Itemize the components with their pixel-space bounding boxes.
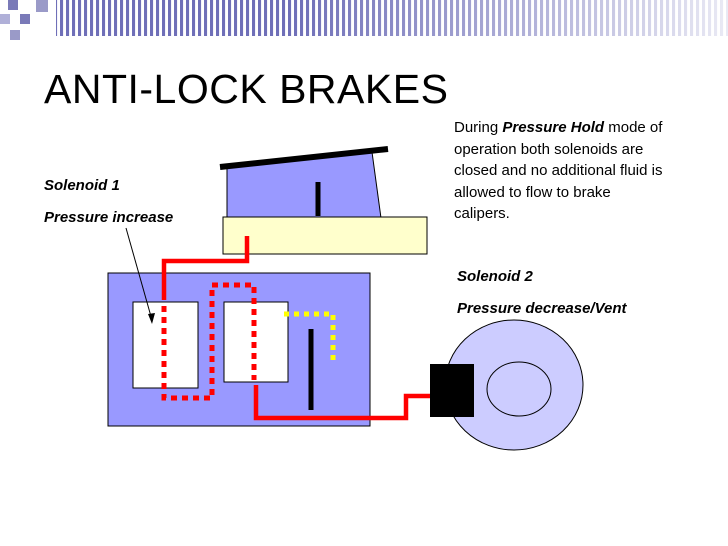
pressure-line-outlet xyxy=(253,385,437,421)
page-title: ANTI-LOCK BRAKES xyxy=(44,66,449,112)
solenoid-2-function-label: Pressure decrease/Vent xyxy=(457,300,627,317)
header-stripes xyxy=(56,0,728,36)
brake-caliper xyxy=(430,364,474,417)
pressure-line-inlet xyxy=(161,236,250,300)
description-prefix: During xyxy=(454,119,503,136)
description-text: mode of operation both solenoids are clo… xyxy=(454,119,663,222)
brake-rotor xyxy=(444,319,584,451)
mode-description: During Pressure Hold mode of operation b… xyxy=(454,117,669,225)
fluid-reservoir xyxy=(219,146,389,223)
pressure-line-solenoid1-dashed xyxy=(161,282,257,401)
corner-squares-icon xyxy=(0,0,48,40)
solenoid-1-pointer xyxy=(125,227,155,324)
solenoid-1-function-label: Pressure increase xyxy=(44,209,174,226)
solenoid-1-label: Solenoid 1 xyxy=(44,177,120,194)
description-mode: Pressure Hold xyxy=(502,119,605,136)
master-cylinder xyxy=(222,216,428,255)
solenoid-2-label: Solenoid 2 xyxy=(457,268,533,285)
